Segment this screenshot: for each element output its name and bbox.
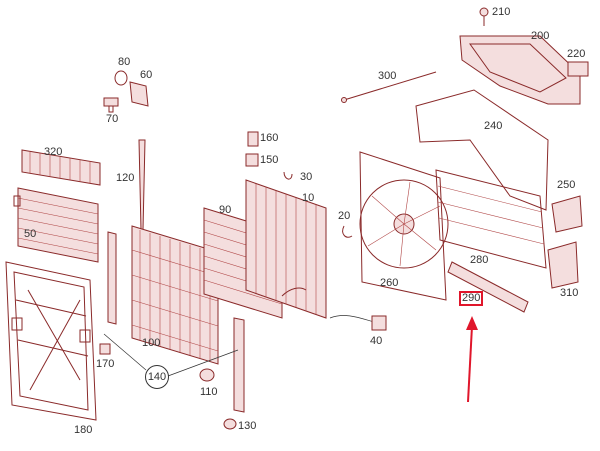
part-160-clip	[247, 131, 259, 147]
part-10-radiator	[245, 179, 327, 319]
label-90: 90	[219, 204, 232, 216]
part-280-louver	[435, 169, 547, 269]
label-240: 240	[484, 120, 503, 132]
label-30: 30	[300, 171, 313, 183]
part-20-pipe	[342, 225, 353, 238]
part-130-grommet	[223, 418, 237, 430]
label-290-highlighted: 290	[459, 291, 484, 306]
part-80-ring	[114, 70, 128, 86]
label-10: 10	[302, 192, 315, 204]
part-100-radiator	[131, 225, 219, 365]
side-seal-left	[107, 231, 117, 325]
label-280: 280	[470, 254, 489, 266]
part-170-clip	[99, 343, 111, 355]
label-100: 100	[142, 337, 161, 349]
label-300: 300	[378, 70, 397, 82]
part-150-cap	[245, 153, 259, 167]
side-seal-right	[233, 317, 245, 413]
label-180: 180	[74, 424, 93, 436]
part-30-hook	[283, 171, 293, 180]
part-250-bracket	[551, 195, 583, 233]
part-120-rod	[138, 139, 146, 231]
highlight-arrow	[466, 316, 478, 403]
label-20: 20	[338, 210, 351, 222]
label-260: 260	[380, 277, 399, 289]
label-200: 200	[531, 30, 550, 42]
part-300-rod	[341, 71, 437, 103]
part-70-bolt	[103, 97, 119, 113]
part-200-cover	[459, 35, 581, 105]
part-310-bracket	[547, 241, 579, 289]
label-130: 130	[238, 420, 257, 432]
label-160: 160	[260, 132, 279, 144]
label-210: 210	[492, 6, 511, 18]
label-120: 120	[116, 172, 135, 184]
part-220-clip	[567, 61, 589, 77]
label-80: 80	[118, 56, 131, 68]
part-180-frame	[5, 261, 97, 421]
part-40-sensor	[329, 315, 387, 331]
part-210-bolt	[479, 7, 489, 26]
label-220: 220	[567, 48, 586, 60]
label-320: 320	[44, 146, 63, 158]
part-60-bracket	[129, 81, 149, 107]
part-140-leaders	[103, 333, 239, 377]
label-310: 310	[560, 287, 579, 299]
label-140: 140	[145, 365, 169, 389]
part-110-grommet	[199, 368, 215, 382]
label-150: 150	[260, 154, 279, 166]
label-70: 70	[106, 113, 119, 125]
label-40: 40	[370, 335, 383, 347]
part-260-fan-shroud	[359, 151, 449, 301]
label-170: 170	[96, 358, 115, 370]
label-50: 50	[24, 228, 37, 240]
part-240-panel	[415, 89, 549, 211]
part-50-condenser	[13, 187, 99, 263]
label-60: 60	[140, 69, 153, 81]
label-250: 250	[557, 179, 576, 191]
label-110: 110	[200, 386, 218, 398]
part-290-seal	[447, 261, 529, 313]
part-320-cooler	[21, 149, 101, 186]
